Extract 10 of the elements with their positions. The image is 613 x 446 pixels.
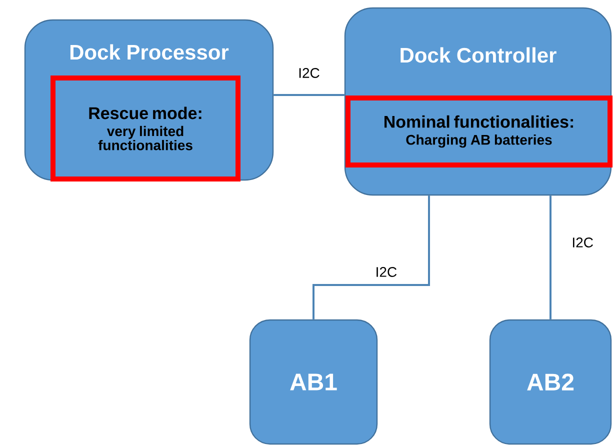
mode-box: Nominal functionalities: Charging AB batteries: [346, 96, 612, 168]
battery-box: AB2: [489, 319, 612, 445]
edge-label: I2C: [297, 67, 321, 79]
edge-label: I2C: [570, 236, 594, 248]
connector-line: [274, 94, 344, 96]
mode-box: Rescue mode: very limited functionalities: [50, 76, 240, 182]
battery-box: AB1: [249, 319, 378, 445]
connector-line: [312, 196, 430, 320]
connector-line: [550, 196, 552, 320]
edge-label: I2C: [374, 266, 398, 278]
